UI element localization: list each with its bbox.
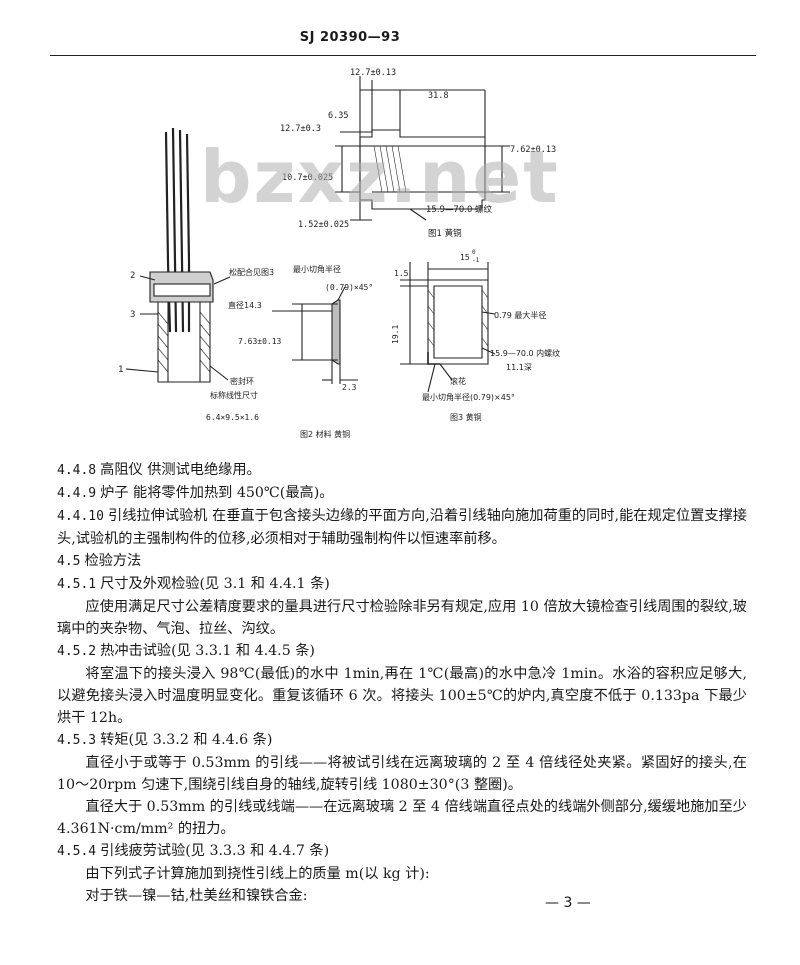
fig2-washer-profile (331, 299, 341, 365)
paragraph-thermal-shock: 将室温下的接头浸入 98℃(最低)的水中 1min,再在 1℃(最高)的水中急冷… (57, 666, 747, 726)
fig1-dim-5: 7.62±0.13 (510, 145, 556, 155)
fig2-callout-3: 3 (130, 310, 135, 320)
fig1-caption: 图1 黄铜 (428, 228, 462, 239)
fig2-min-radius: 最小切角半径 (293, 264, 341, 274)
paragraph-alloys: 对于铁—镍—钴,杜美丝和镍铁合金: (85, 888, 308, 904)
fig2-leads (164, 127, 191, 333)
fig3-thread: 15.9—70.0 内螺纹 (490, 348, 560, 358)
document-code: SJ 20390—93 (299, 30, 401, 45)
fig2-callout-2: 2 (130, 271, 135, 281)
paragraph-torque-small: 直径小于或等于 0.53mm 的引线——将被试引线在远离玻璃的 2 至 4 倍线… (57, 755, 747, 793)
fig3-min-radius: 最小切角半径(0.79)×45° (422, 392, 515, 402)
fig3-top-tol-plus: 0 (472, 249, 476, 256)
figure-3 (400, 262, 496, 393)
fig3-knurl: 滚花 (450, 376, 466, 386)
fig2-callout-1: 1 (118, 365, 123, 375)
fig2-dim-763: 7.63±0.13 (238, 337, 282, 346)
fig3-dim-191: 19.1 (391, 325, 400, 344)
fig3-top-dim: 15 (460, 253, 470, 262)
paragraph-dimension-check: 应使用满足尺寸公差精度要求的量具进行尺寸检验除非另有规定,应用 10 倍放大镜检… (57, 599, 747, 637)
fig2-caption: 图2 材料 黄铜 (300, 429, 350, 439)
page-number: — 3 — (545, 895, 591, 911)
figure-2-connector (125, 127, 231, 383)
header-rule (50, 55, 756, 56)
fig3-top-tol-minus: -1 (472, 257, 480, 264)
technical-figure: 12.7±0.13 31.8 6.35 12.7±0.3 7.62±0.13 1… (110, 62, 610, 457)
fig1-thread-hatch (373, 145, 407, 193)
fig2-seal-label: 密封环 (230, 376, 254, 386)
fig2-dim-23: 2.3 (342, 383, 357, 392)
fig1-dim-8: 1.52±0.025 (298, 220, 349, 230)
fig1-dim-1: 12.7±0.13 (350, 68, 396, 78)
fig1-dim-6: 10.7±0.025 (282, 173, 333, 183)
fig2-fit-note: 松配合见图3 (229, 267, 274, 277)
fig1-dim-4: 12.7±0.3 (280, 124, 321, 134)
figure-2-washer (272, 286, 358, 384)
fig1-dim-3: 6.35 (328, 111, 348, 121)
fig3-dim-15: 1.5 (394, 269, 409, 278)
fig3-depth: 11.1深 (506, 363, 532, 372)
fig3-max-radius: 0.79 最大半径 (494, 310, 546, 320)
figure-1 (335, 76, 510, 221)
fig2-size-label: 6.4×9.5×1.6 (206, 413, 259, 422)
watermark: bzxz.net (200, 135, 560, 219)
fig1-dim-2: 31.8 (428, 91, 448, 101)
fig2-body (157, 302, 211, 383)
fig2-chamfer: (0.79)×45° (325, 283, 373, 292)
paragraph-mass-formula: 由下列式子计算施加到挠性引线上的质量 m(以 kg 计): (85, 866, 430, 882)
fig2-diameter: 直径14.3 (228, 300, 262, 310)
fig3-outline (427, 279, 489, 365)
fig1-dim-7: 15.9—70.0 螺纹 (426, 204, 493, 215)
fig3-caption: 图3 黄铜 (450, 412, 482, 422)
paragraph-torque-large: 直径大于 0.53mm 的引线或线端——在远离玻璃 2 至 4 倍线端直径点处的… (57, 799, 747, 837)
fig2-nominal-label: 标称线性尺寸 (210, 390, 258, 400)
